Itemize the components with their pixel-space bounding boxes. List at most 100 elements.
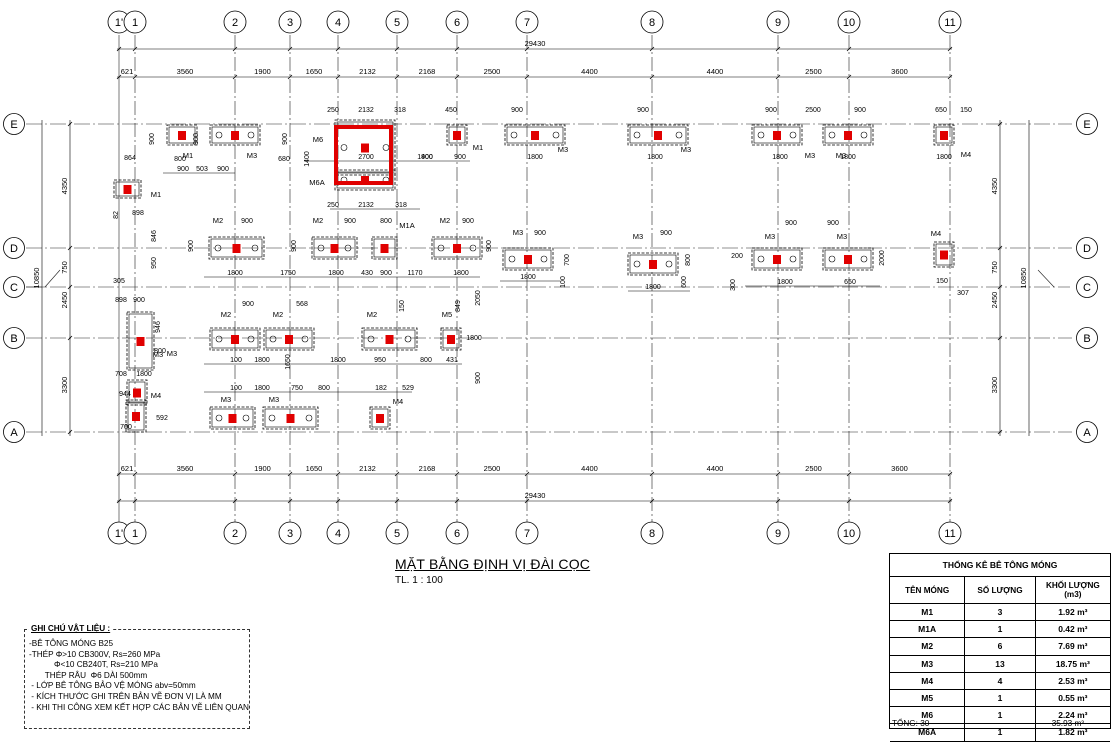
dimension-text: 1800 <box>254 357 270 364</box>
dimension-text: 900 <box>193 133 200 145</box>
dimension-text: 318 <box>394 107 406 114</box>
dimension-text: 2500 <box>805 107 821 114</box>
footing-m3: M3 <box>209 124 261 160</box>
footing-label: M4 <box>393 397 403 406</box>
dimension-text: 1900 <box>254 67 271 76</box>
dimension-text: 680 <box>278 156 290 163</box>
grid-bubble-col: 5 <box>385 521 409 545</box>
dimension-text: 800 <box>318 385 330 392</box>
footing-m3: M3 <box>502 228 554 271</box>
column-mark <box>330 244 339 253</box>
dimension-tick <box>67 121 73 127</box>
grid-bubble-label: C <box>10 282 18 294</box>
dimension-tick <box>116 74 122 80</box>
grid-bubble-label: 11 <box>944 17 955 29</box>
dimension-text: 2700 <box>358 154 374 161</box>
concrete-statistics-table: THỐNG KÊ BÊ TÔNG MÓNG TÊN MÓNG SỐ LƯỢNG … <box>889 553 1111 742</box>
dimension-tick <box>287 74 293 80</box>
dimension-text: 800 <box>174 156 186 163</box>
pile-mark <box>860 131 868 139</box>
grid-bubble-col: 1 <box>123 10 147 34</box>
grid-bubble-circle <box>1076 327 1098 349</box>
dimension-tick <box>846 471 852 477</box>
dimension-text: 900 <box>511 107 523 114</box>
column-mark <box>361 176 369 185</box>
quantity-cell: 1 <box>964 689 1036 708</box>
volume-cell: 0.42 m³ <box>1035 620 1110 639</box>
dimension-tick <box>232 471 238 477</box>
quantity-cell: 6 <box>964 637 1036 656</box>
dimension-text: 431 <box>446 357 458 364</box>
dimension-text: 1750 <box>280 270 296 277</box>
pile-mark <box>215 131 223 139</box>
footing-inner-outline <box>128 381 146 404</box>
dimension-text: 2132 <box>358 202 374 209</box>
dimension-text: 503 <box>196 166 208 173</box>
dimension-tick <box>997 245 1003 251</box>
grid-bubble-col: 10 <box>837 10 861 34</box>
grid-bubble-label: B <box>1083 333 1090 345</box>
footing-label: M2 <box>367 310 377 319</box>
dimension-text: 900 <box>765 107 777 114</box>
column-mark <box>524 255 532 264</box>
dimension-text: 750 <box>60 261 69 274</box>
grid-bubble-label: 6 <box>454 17 460 29</box>
footing-label: M1 <box>183 151 193 160</box>
dimension-text: 2500 <box>805 67 822 76</box>
dimension-text: 600 <box>681 276 688 288</box>
dimension-text: 592 <box>156 415 168 422</box>
dimension-text: 900 <box>242 301 254 308</box>
dimension-tick <box>394 471 400 477</box>
pile-mark <box>215 335 223 343</box>
grid-bubble-label: B <box>10 333 17 345</box>
footing-outline <box>263 327 315 351</box>
footing-m1: M1 <box>166 124 198 160</box>
column-mark <box>940 131 948 140</box>
dimension-text: 3560 <box>177 67 194 76</box>
dimension-tick <box>649 498 655 504</box>
grid-bubble-circle <box>3 237 25 259</box>
pile-mark <box>301 335 309 343</box>
pile-mark <box>269 335 277 343</box>
footing-outline <box>822 247 874 271</box>
dimension-tick <box>67 284 73 290</box>
dimension-text: 2000 <box>879 250 886 266</box>
dimension-text: 3300 <box>60 377 69 394</box>
dimension-text: 3300 <box>990 377 999 394</box>
volume-cell: 1.82 m³ <box>1035 723 1110 742</box>
dimension-tick <box>997 335 1003 341</box>
grid-bubble-circle <box>837 10 861 34</box>
dimension-text: 100 <box>230 385 242 392</box>
dimension-text: 849 <box>455 300 462 312</box>
footing-label: M2 <box>221 310 231 319</box>
footing-name-cell: M2 <box>890 637 966 656</box>
column-mark <box>231 335 239 344</box>
grid-bubble-circle <box>515 10 539 34</box>
dimension-text: 946 <box>155 321 162 333</box>
dimension-tick <box>132 498 138 504</box>
footing-m3: M3 <box>262 395 319 430</box>
footing-inner-outline <box>313 238 356 258</box>
dimension-text: 750 <box>990 261 999 274</box>
dimension-text: 1800 <box>777 279 793 286</box>
pile-mark <box>757 255 765 263</box>
dimension-text: 2132 <box>359 464 376 473</box>
footing-m3: M3 <box>751 232 803 271</box>
header-volume: KHỐI LƯỢNG (m3) <box>1035 577 1110 604</box>
dimension-tick <box>775 498 781 504</box>
footing-label: M3 <box>153 350 163 359</box>
grid-bubble-circle <box>223 521 247 545</box>
grid-bubble-label: 3 <box>287 17 293 29</box>
dimension-text: 900 <box>854 107 866 114</box>
footing-name-cell: M5 <box>890 689 966 708</box>
column-mark <box>232 244 241 253</box>
column-mark <box>447 335 455 344</box>
footing-m4: M4 <box>125 391 161 433</box>
dimension-text: 1170 <box>407 270 422 277</box>
grid-bubble-circle <box>1076 276 1098 298</box>
dimension-text: 529 <box>402 385 414 392</box>
dimension-tick <box>394 46 400 52</box>
